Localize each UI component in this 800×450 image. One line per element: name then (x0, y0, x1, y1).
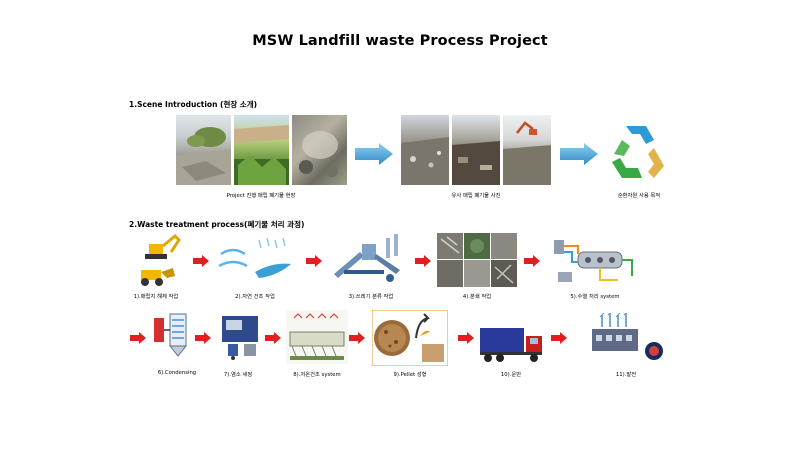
step-3-label: 3).쓰레기 분류 작업 (348, 294, 394, 300)
natural-drying-icon (218, 237, 291, 278)
hydrothermal-system-icon (554, 240, 633, 282)
caption-site: Project 진행 매립 폐기물 현장 (226, 193, 296, 199)
page-title: MSW Landfill waste Process Project (252, 33, 548, 49)
red-arrow-icon (265, 332, 281, 344)
section-heading-scene: 1.Scene Introduction (현장 소개) (129, 100, 258, 109)
red-arrow-icon (524, 255, 540, 267)
sorting-plant-icon (334, 234, 400, 282)
step-6-label: 6).Condensing (157, 370, 197, 376)
red-arrow-icon (551, 332, 567, 344)
recycle-icon (612, 126, 664, 178)
pellet-icon (372, 310, 448, 366)
step-11-label: 11).발전 (615, 372, 637, 378)
step-8-label: 8).저온건조 system (293, 372, 341, 378)
condenser-icon (154, 313, 188, 357)
step-7-label: 7).염소 세정 (223, 372, 253, 378)
red-arrow-icon (306, 255, 322, 267)
caption-purpose: 순환자원 사용 목적 (617, 193, 661, 199)
step-9-label: 9).Pellet 성형 (393, 372, 427, 378)
red-arrow-icon (193, 255, 209, 267)
step-1-label: 1).매립지 해체 작업 (133, 294, 179, 300)
blue-arrow-icon (355, 143, 393, 165)
step-5-label: 5).수열 처리 system (570, 294, 620, 300)
red-arrow-icon (349, 332, 365, 344)
similar-photo-3 (503, 115, 551, 185)
section-heading-process: 2.Waste treatment process(폐기물 처리 과정) (129, 220, 305, 229)
red-arrow-icon (195, 332, 211, 344)
landfill-photo-3 (292, 115, 347, 185)
landfill-photo-1 (176, 115, 231, 185)
landfill-photo-2 (234, 115, 289, 185)
step-10-label: 10).운반 (500, 372, 522, 378)
red-arrow-icon (458, 332, 474, 344)
chlorine-washer-icon (222, 316, 258, 360)
step-2-label: 2).자연 건조 작업 (235, 294, 275, 300)
similar-photo-1 (401, 115, 449, 185)
low-temp-dryer-icon (286, 310, 348, 364)
red-arrow-icon (415, 255, 431, 267)
excavator-icon (141, 234, 181, 286)
blue-arrow-icon (560, 143, 598, 165)
truck-icon (480, 328, 542, 362)
step-4-label: 4).분쇄 작업 (462, 294, 492, 300)
shredder-photos-icon (437, 233, 517, 287)
caption-similar: 유사 매립 폐기물 사진 (451, 193, 501, 199)
red-arrow-icon (130, 332, 146, 344)
power-plant-icon (592, 313, 663, 360)
similar-photo-2 (452, 115, 500, 185)
